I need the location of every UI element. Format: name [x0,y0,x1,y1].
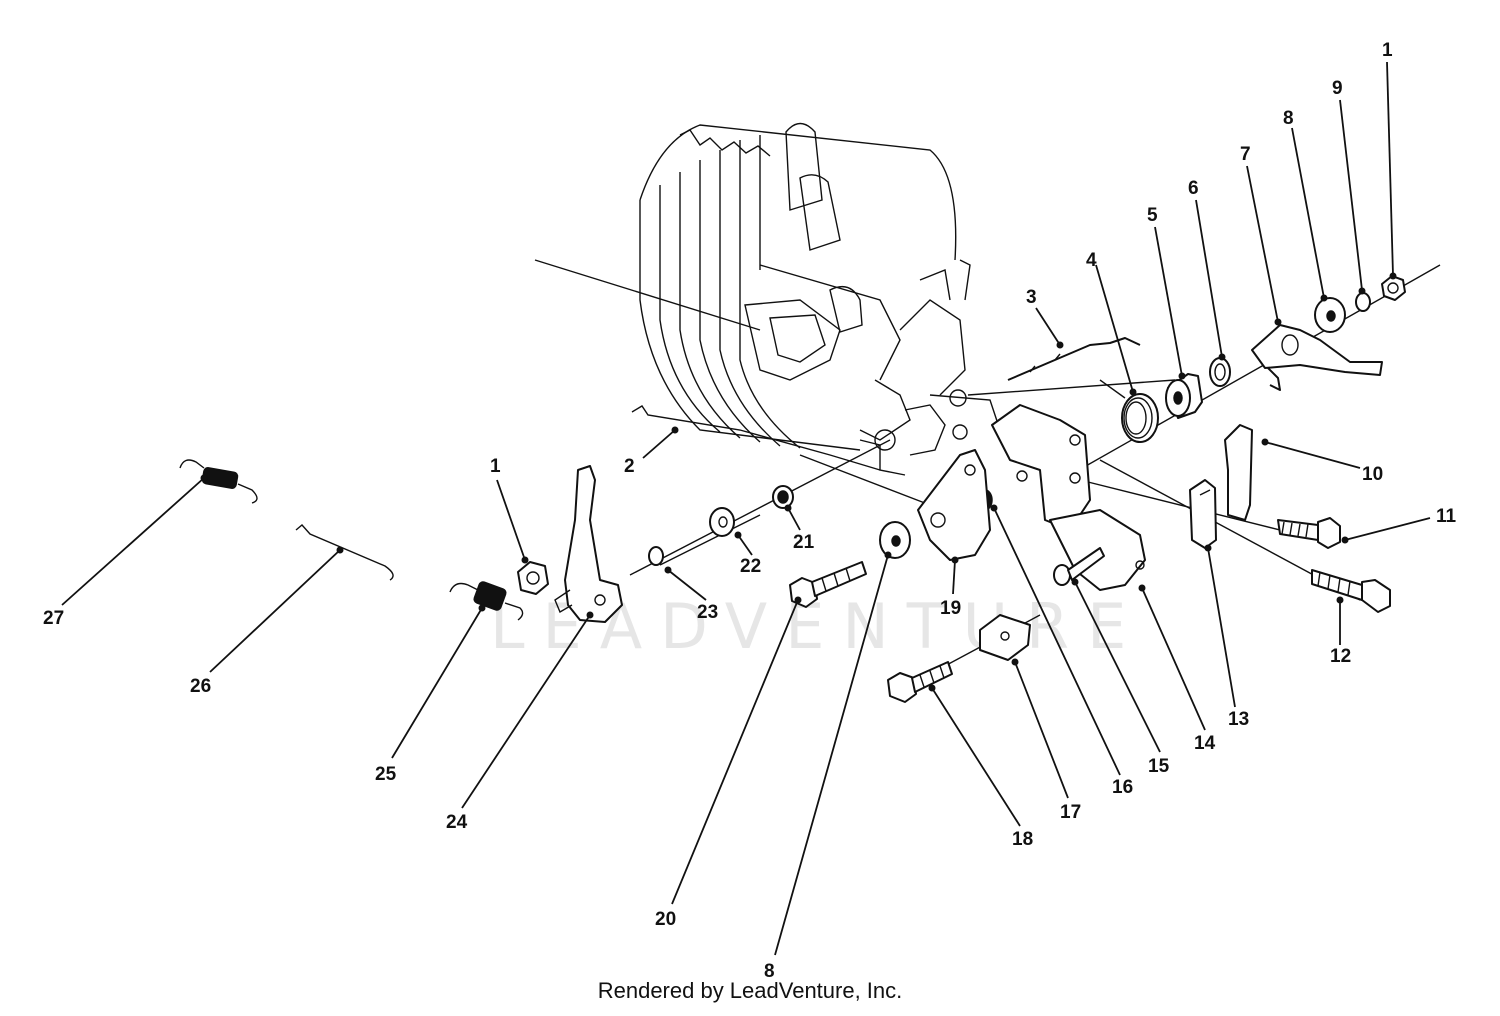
retaining-ring [1355,292,1371,312]
callout-25: 25 [375,764,397,785]
bushing [1165,373,1203,419]
lock-nut-top [1381,275,1406,301]
governor-bracket [991,404,1146,591]
flange-bolt [887,661,953,703]
throttle-lever [554,465,623,623]
callout-26: 26 [190,676,211,697]
washer-small [709,507,735,537]
callout-12: 12 [1330,646,1351,667]
callout-5: 5 [1147,205,1158,226]
callout-11: 11 [1436,506,1457,527]
washer-top [1314,297,1346,333]
callout-9: 9 [1332,78,1343,99]
return-spring [179,459,258,504]
callout-8-bottom: 8 [764,961,775,982]
washer-lower [879,521,911,559]
callout-19: 19 [940,598,961,619]
control-lever [1251,324,1383,391]
callout-22: 22 [740,556,761,577]
callout-16: 16 [1112,777,1133,798]
callout-18: 18 [1012,829,1033,850]
leader-dots [200,272,1397,692]
e-ring [648,546,664,566]
wave-washer [1209,357,1231,387]
torsion-spring [1099,379,1159,443]
callout-13: 13 [1228,709,1249,730]
extension-spring [449,581,524,621]
leader-lines [61,61,1431,956]
callout-2: 2 [624,456,635,477]
bolt-small [1277,517,1341,549]
callout-20: 20 [655,909,676,930]
callout-1-lower: 1 [490,456,501,477]
callout-24: 24 [446,812,468,833]
callout-15: 15 [1148,756,1170,777]
callout-6: 6 [1188,178,1199,199]
callout-labels: 1 9 8 7 6 5 4 3 2 10 11 12 13 14 15 16 1… [43,40,1457,982]
wire-rod [295,524,394,581]
spring-clip [1189,479,1217,549]
callout-27: 27 [43,608,64,629]
bushing-small [772,485,794,509]
lock-nut-lower [517,561,549,595]
callout-17: 17 [1060,802,1081,823]
governor-lever-plate [917,449,991,561]
governor-rod [1007,337,1141,381]
callout-4: 4 [1086,250,1097,271]
bracket [1224,424,1253,521]
link-rod [631,405,881,471]
callout-21: 21 [793,532,815,553]
clamp [979,614,1031,661]
footer-credit: Rendered by LeadVenture, Inc. [597,978,903,1003]
callout-10: 10 [1362,464,1383,485]
callout-23: 23 [697,602,718,623]
callout-8-top: 8 [1283,108,1294,129]
screw-pin [1053,547,1105,586]
bolt-large [1311,569,1391,613]
callout-7: 7 [1240,144,1251,165]
callout-1-top: 1 [1382,40,1393,61]
callout-3: 3 [1026,287,1037,308]
callout-14: 14 [1194,733,1216,754]
